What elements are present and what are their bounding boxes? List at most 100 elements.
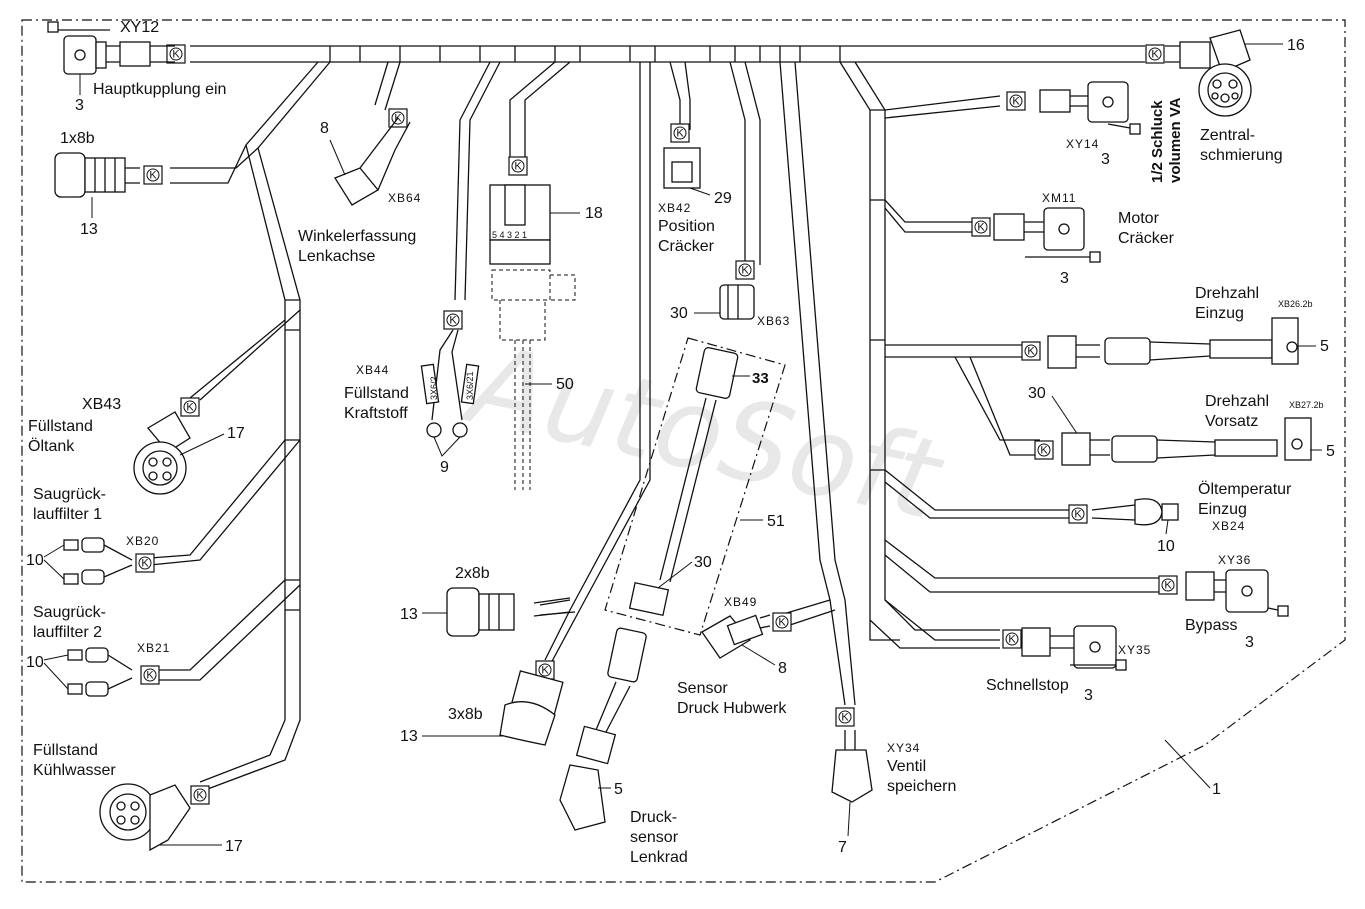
- num-50: 50: [556, 376, 574, 393]
- label-xy14: XY14: [1066, 137, 1099, 151]
- connector-marker-ring: [446, 313, 460, 327]
- connector-marker-ring: [974, 220, 988, 234]
- xy14-valve: [1039, 81, 1141, 135]
- connector-18: [489, 184, 576, 490]
- xb42-sensor: [663, 147, 701, 189]
- label-kuehl2: Kühlwasser: [33, 762, 116, 779]
- label-winkel2: Lenkachse: [298, 248, 375, 265]
- xb20-suction-filter-1: [63, 537, 133, 585]
- label-xy34: XY34: [887, 741, 920, 755]
- connector-marker-letter: K: [514, 161, 522, 173]
- label-saug2a: Saugrück-: [33, 604, 106, 621]
- label-position: Position: [658, 218, 715, 235]
- connector-marker-ring: [838, 710, 852, 724]
- coolant-level-sensor: [99, 783, 191, 852]
- num-8-sensor: 8: [778, 660, 787, 677]
- connector-marker-letter: K: [1012, 96, 1020, 108]
- label-3x8b: 3x8b: [448, 706, 483, 723]
- label-winkel1: Winkelerfassung: [298, 228, 416, 245]
- label-motor: Motor: [1118, 210, 1160, 227]
- xb44-fuel-level: [420, 329, 480, 438]
- connector-marker-ring: [143, 668, 157, 682]
- label-hauptkupplung: Hauptkupplung ein: [93, 81, 226, 98]
- xb43-oil-tank-level: [133, 411, 191, 495]
- label-xm11: XM11: [1042, 191, 1076, 205]
- xy35-quickstop-valve: [1021, 625, 1127, 671]
- label-oeltemp1: Öltemperatur: [1198, 480, 1292, 498]
- connector-marker-ring: [1148, 47, 1162, 61]
- label-xy36: XY36: [1218, 553, 1251, 567]
- connector-marker-letter: K: [1074, 509, 1082, 521]
- middle-cables: [374, 61, 856, 706]
- label-sensor1: Sensor: [677, 680, 728, 697]
- label-xb42: XB42: [658, 201, 691, 215]
- label-fuell1: Füllstand: [344, 385, 409, 402]
- num-33: 33: [752, 370, 769, 387]
- label-xb44: XB44: [356, 363, 389, 377]
- label-oeltank1: Füllstand: [28, 418, 93, 435]
- num-5-b: 5: [1326, 443, 1335, 460]
- connector-marker-ring: [775, 615, 789, 629]
- connector-marker-ring: [391, 111, 405, 125]
- label-xy12: XY12: [120, 19, 159, 36]
- connector-marker-letter: K: [172, 49, 180, 61]
- connector-marker-letter: K: [1008, 634, 1016, 646]
- num-13-3x8b: 13: [400, 728, 418, 745]
- connector-marker-letter: K: [841, 712, 849, 724]
- label-kuehl1: Füllstand: [33, 742, 98, 759]
- optional-adapter-box-51: [604, 337, 786, 636]
- label-xb24: XB24: [1212, 519, 1245, 533]
- connector-marker-ring: [538, 663, 552, 677]
- xm11-motor: [993, 207, 1101, 263]
- connector-marker-ring: [1071, 507, 1085, 521]
- oil-temp-sensor: [1091, 498, 1179, 526]
- xb49-pressure-sensor: [701, 614, 771, 659]
- num-5-lenk: 5: [614, 781, 623, 798]
- connector-marker-ring: [193, 788, 207, 802]
- label-xy35: XY35: [1118, 643, 1151, 657]
- connector-marker-ring: [138, 556, 152, 570]
- label-druck1: Druck-: [630, 809, 677, 826]
- connector-marker-letter: K: [186, 402, 194, 414]
- xb64-sensor: [334, 117, 411, 206]
- num-9: 9: [440, 459, 449, 476]
- num-3-schnell: 3: [1084, 687, 1093, 704]
- num-51: 51: [767, 513, 785, 530]
- label-zentral2: schmierung: [1200, 147, 1283, 164]
- xb63-connector: [719, 284, 755, 320]
- connector-marker-ring: [146, 168, 160, 182]
- label-zentral1: Zentral-: [1200, 127, 1255, 144]
- harness-frame: [21, 19, 1346, 883]
- num-3-xm11: 3: [1060, 270, 1069, 287]
- connector-marker-ring: [183, 400, 197, 414]
- label-ventil1: Ventil: [887, 758, 926, 775]
- label-xb64: XB64: [388, 191, 421, 205]
- central-lube-connector: [1165, 29, 1252, 117]
- label-druck3: Lenkrad: [630, 849, 688, 866]
- label-oeltank2: Öltank: [28, 437, 75, 455]
- label-xb272b: XB27.2b: [1289, 400, 1324, 410]
- connector-marker-letter: K: [449, 315, 457, 327]
- connector-marker-letter: K: [778, 617, 786, 629]
- label-vorsatz: Vorsatz: [1205, 413, 1258, 430]
- num-8-top: 8: [320, 120, 329, 137]
- connector-3x8b: [499, 670, 564, 746]
- xy36-bypass-valve: [1185, 569, 1289, 617]
- steering-pressure-sensor: [559, 627, 647, 831]
- label-cracker1: Cräcker: [658, 238, 715, 255]
- label-saug1b: lauffilter 1: [33, 506, 102, 523]
- label-drehzahl1: Drehzahl: [1195, 285, 1259, 302]
- connector-marker-letter: K: [149, 170, 157, 182]
- xb21-suction-filter-2: [67, 647, 133, 697]
- connector-marker-ring: [1161, 578, 1175, 592]
- label-1x8b: 1x8b: [60, 130, 95, 147]
- connector-marker-letter: K: [741, 265, 749, 277]
- connector-marker-letter: K: [977, 222, 985, 234]
- connector-marker-letter: K: [146, 670, 154, 682]
- num-17-top: 17: [227, 425, 245, 442]
- num-7: 7: [838, 839, 847, 856]
- label-druck2: sensor: [630, 829, 679, 846]
- num-3-bypass: 3: [1245, 634, 1254, 651]
- label-ventil2: speichern: [887, 778, 956, 795]
